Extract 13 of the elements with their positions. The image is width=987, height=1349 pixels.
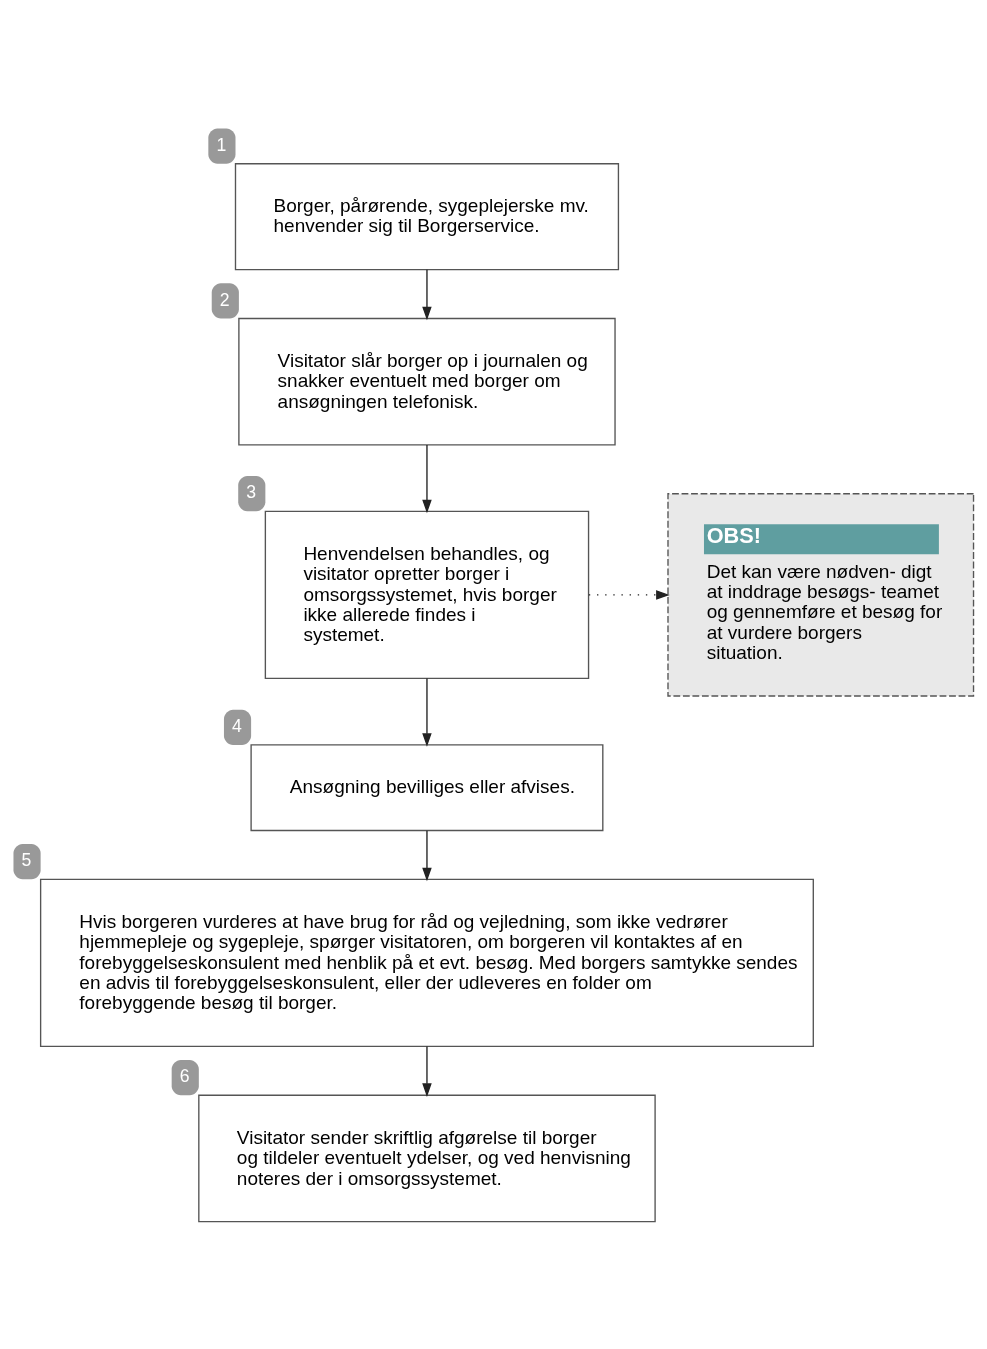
- arrow: [422, 443, 432, 513]
- arrow: [422, 677, 432, 747]
- arrow: [422, 829, 432, 881]
- node-label: 5: [21, 849, 32, 870]
- arrow: [422, 1045, 432, 1097]
- node-label: 3: [246, 481, 257, 502]
- arrow: [588, 589, 670, 600]
- node-label: 6: [179, 1065, 190, 1086]
- node-box: OBS! Det kan være nødven- digt at inddrage besøgs- teamet og gennemføre et besøg for at vurdere borgers situation.: [667, 492, 975, 697]
- node-label: 1: [216, 134, 227, 155]
- arrow: [422, 268, 432, 320]
- node-label: 2: [219, 289, 230, 310]
- node-label: 4: [232, 715, 242, 736]
